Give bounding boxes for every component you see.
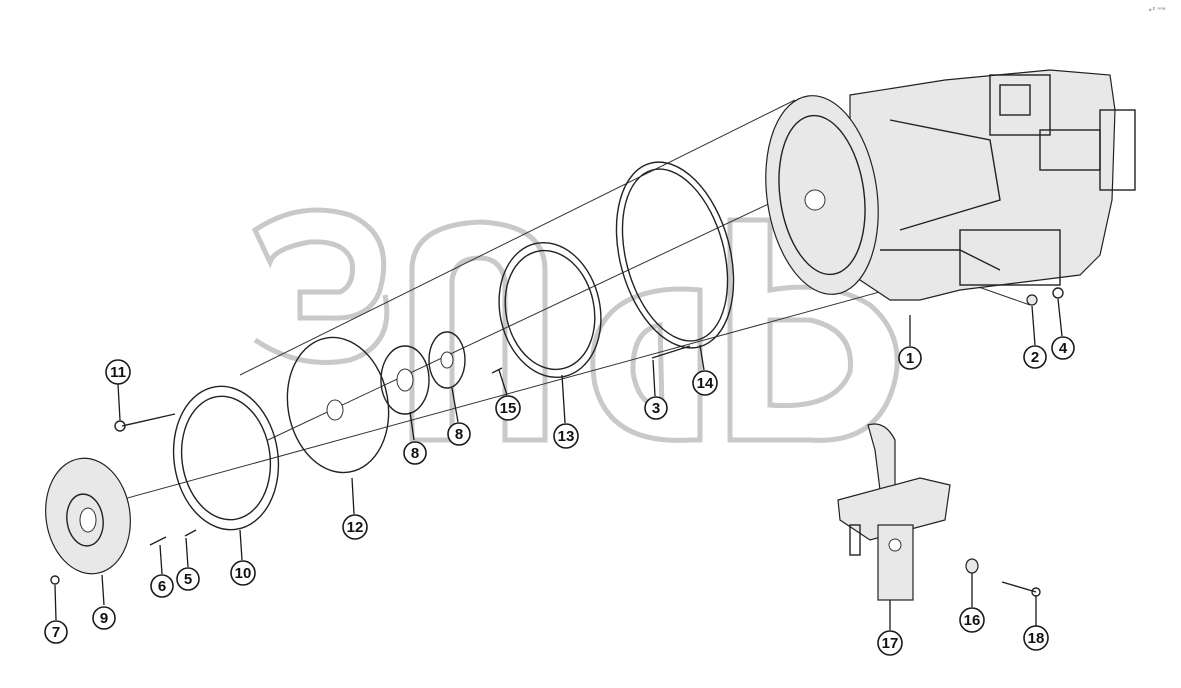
bolt-6 xyxy=(149,536,167,546)
flex-plate-8a xyxy=(428,331,466,389)
callout-14: 14 xyxy=(692,370,718,396)
callout-13: 13 xyxy=(553,423,579,449)
svg-text:5: 5 xyxy=(184,571,192,588)
callout-16: 16 xyxy=(959,607,985,633)
bolt-5 xyxy=(184,529,197,537)
svg-text:9: 9 xyxy=(100,610,108,627)
callout-12: 12 xyxy=(342,514,368,540)
svg-text:11: 11 xyxy=(110,364,126,381)
svg-text:6: 6 xyxy=(158,578,166,595)
callout-4: 4 xyxy=(1051,336,1075,360)
callout-17: 17 xyxy=(877,630,903,656)
ring-plate-10 xyxy=(172,385,280,531)
svg-text:12: 12 xyxy=(347,519,364,536)
svg-text:13: 13 xyxy=(558,428,575,445)
callout-11: 11 xyxy=(105,359,131,385)
washer-7 xyxy=(50,575,60,585)
svg-text:16: 16 xyxy=(964,612,981,629)
callout-9: 9 xyxy=(92,606,116,630)
callout-18: 18 xyxy=(1023,625,1049,651)
bolt-3 xyxy=(651,345,691,359)
flange-plate-9 xyxy=(45,457,131,575)
svg-text:2: 2 xyxy=(1031,349,1039,366)
transmission-housing xyxy=(765,69,1136,301)
callout-15: 15 xyxy=(495,395,521,421)
callout-8a: 8 xyxy=(447,422,471,446)
svg-text:18: 18 xyxy=(1028,630,1045,647)
bolt-11 xyxy=(114,413,176,432)
callout-8b: 8 xyxy=(403,441,427,465)
adapter-plate-13 xyxy=(498,241,602,379)
callout-1: 1 xyxy=(898,346,922,370)
watermark xyxy=(251,207,900,443)
dowel-15 xyxy=(491,367,503,374)
leader-lines xyxy=(54,298,1063,630)
svg-text:4: 4 xyxy=(1059,340,1068,357)
corner-mark: ∘² ⁿⁿᵉ xyxy=(1148,6,1166,14)
callout-2: 2 xyxy=(1023,345,1047,369)
svg-text:14: 14 xyxy=(697,375,714,392)
callout-10: 10 xyxy=(230,560,256,586)
svg-text:8: 8 xyxy=(411,445,419,462)
svg-text:1: 1 xyxy=(906,350,914,367)
svg-text:7: 7 xyxy=(52,624,60,641)
drive-plate-12 xyxy=(286,336,390,474)
washer-16 xyxy=(965,558,979,574)
svg-text:3: 3 xyxy=(652,400,660,417)
gasket-ring-14 xyxy=(615,161,735,349)
callout-6: 6 xyxy=(150,574,174,598)
shifter-assembly-17 xyxy=(837,423,951,601)
washer-2 xyxy=(1026,294,1038,306)
svg-text:15: 15 xyxy=(500,400,517,417)
bolt-18 xyxy=(1001,581,1041,597)
svg-text:10: 10 xyxy=(235,565,252,582)
svg-text:8: 8 xyxy=(455,426,463,443)
washer-4 xyxy=(1052,287,1064,299)
flex-plate-8b xyxy=(380,345,430,415)
svg-text:17: 17 xyxy=(882,635,899,652)
callout-5: 5 xyxy=(176,567,200,591)
callout-3: 3 xyxy=(644,396,668,420)
callout-7: 7 xyxy=(44,620,68,644)
